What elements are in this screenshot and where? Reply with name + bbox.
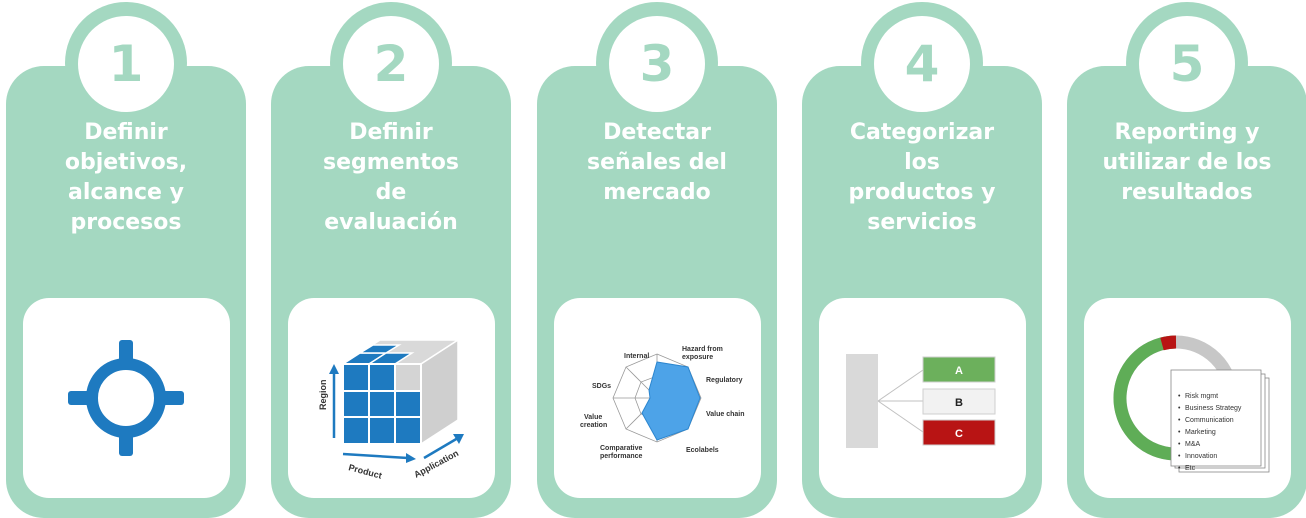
svg-text:•: •: [1178, 465, 1181, 472]
category-c: C: [955, 428, 963, 440]
categories-icon: A B C: [846, 354, 996, 448]
step-image-box: A B C: [819, 298, 1026, 498]
radar-label: Regulatory: [706, 377, 743, 384]
step-image-box: • Risk mgmt • Business Strategy • Communica…: [1084, 298, 1291, 498]
radar-label: Internal: [624, 353, 649, 360]
axis-label-product: Product: [347, 462, 382, 480]
radar-label: Ecolabels: [686, 447, 719, 454]
step-image-box: [23, 298, 230, 498]
report-item: Business Strategy: [1185, 405, 1242, 412]
radar-label: SDGs: [592, 383, 611, 390]
step-5: 5 Reporting y utilizar de los resultados…: [1067, 0, 1306, 518]
svg-text:•: •: [1178, 393, 1181, 400]
report-item: Communication: [1185, 417, 1234, 424]
axis-label-region: Region: [318, 380, 328, 411]
step-title: Reporting y utilizar de los resultados: [1102, 120, 1272, 205]
report-item: Etc: [1185, 465, 1196, 472]
target-icon: [68, 340, 184, 456]
step-title: Definir objetivos, alcance y procesos: [64, 120, 188, 235]
radar-label: Value chain: [706, 411, 745, 418]
svg-text:•: •: [1178, 429, 1181, 436]
step-number: 4: [904, 35, 940, 93]
step-1: 1 Definir objetivos, alcance y procesos: [6, 0, 246, 518]
report-item: Marketing: [1185, 429, 1216, 436]
step-number: 3: [639, 35, 675, 93]
axis-label-application: Application: [412, 448, 460, 480]
step-title: Categorizar los productos y servicios: [848, 120, 996, 235]
donut-report-icon: • Risk mgmt • Business Strategy • Communica…: [1113, 335, 1270, 473]
report-item: Innovation: [1185, 453, 1217, 460]
step-title: Detectar señales del mercado: [587, 120, 727, 205]
svg-text:•: •: [1178, 453, 1181, 460]
svg-text:•: •: [1178, 405, 1181, 412]
step-3: 3 Detectar señales del mercado Internal …: [537, 0, 777, 518]
report-item: Risk mgmt: [1185, 393, 1218, 400]
step-title: Definir segmentos de evaluación: [323, 120, 459, 235]
report-item: M&A: [1185, 441, 1201, 448]
svg-text:•: •: [1178, 417, 1181, 424]
step-number: 5: [1169, 35, 1205, 93]
step-4: 4 Categorizar los productos y servicios …: [802, 0, 1042, 518]
svg-text:•: •: [1178, 441, 1181, 448]
step-number: 2: [373, 35, 409, 93]
category-a: A: [955, 365, 963, 377]
cube-segmentation-icon: Region Product Application: [318, 338, 464, 481]
step-image-box: Region Product Application: [288, 298, 495, 498]
category-b: B: [955, 397, 963, 409]
step-number: 1: [108, 35, 144, 93]
step-2: 2 Definir segmentos de evaluación: [271, 0, 511, 518]
